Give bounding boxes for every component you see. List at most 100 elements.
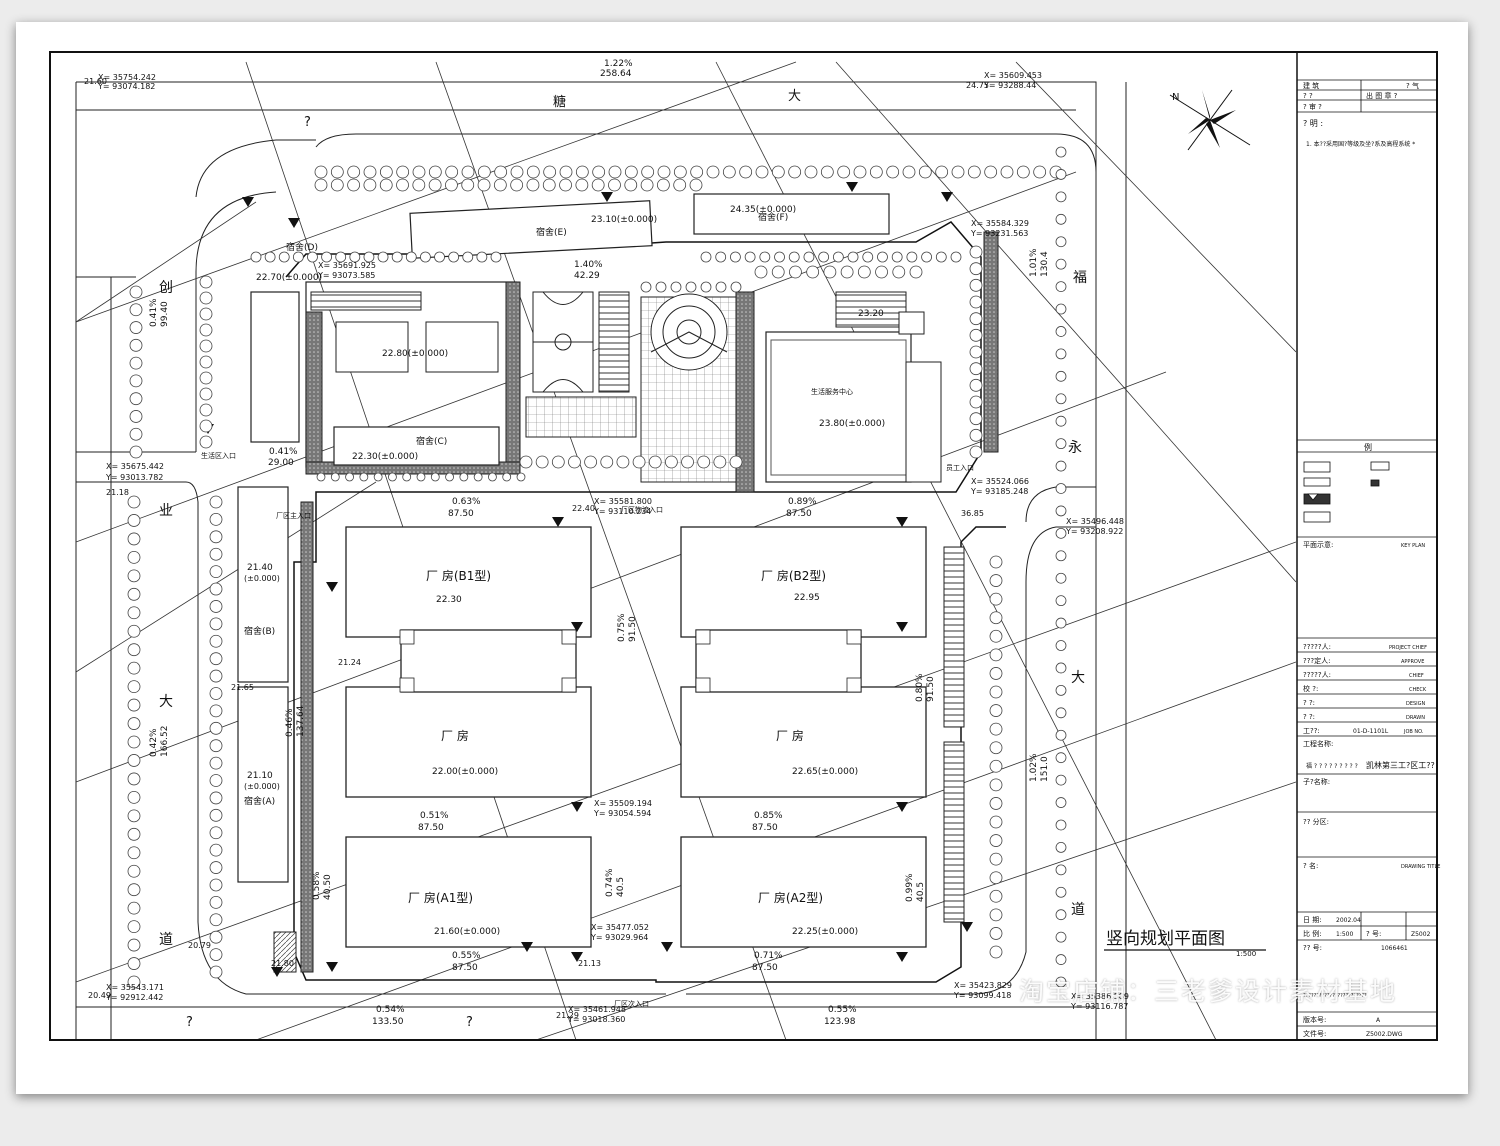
tree-symbol bbox=[1055, 954, 1067, 965]
tree-symbol bbox=[307, 251, 318, 263]
tree-symbol bbox=[396, 165, 410, 179]
tree-symbol bbox=[127, 569, 141, 583]
tree-symbol bbox=[989, 834, 1003, 847]
tree-symbol bbox=[1055, 595, 1067, 607]
factory-mid-right bbox=[680, 686, 927, 798]
tree-symbol bbox=[969, 262, 983, 276]
tree-symbol bbox=[715, 281, 727, 293]
coord-c4-x: X= 35584.329 bbox=[971, 219, 1029, 228]
tree-symbol bbox=[209, 617, 223, 631]
dorm-b-elev2: (±0.000) bbox=[244, 574, 280, 583]
slope-vert-center-top-pct: 0.75% bbox=[617, 613, 627, 642]
elev-e5: 21.29 bbox=[556, 1011, 579, 1020]
tb-no-val: Z5002 bbox=[1411, 931, 1431, 938]
factory-a2-label: 厂 房(A2型) bbox=[758, 890, 823, 905]
tb-legend-title: 例 bbox=[1364, 442, 1372, 452]
dorm-e-elev: 23.10(±0.000) bbox=[591, 215, 657, 225]
tree-symbol bbox=[789, 265, 802, 279]
tree-symbol bbox=[989, 648, 1003, 662]
slope-road-mid-right-len: 87.50 bbox=[786, 509, 812, 519]
tree-symbol bbox=[129, 392, 143, 406]
tree-symbol bbox=[969, 378, 983, 392]
east-parking bbox=[943, 546, 965, 728]
tb-firm: ???????????????????????? bbox=[1303, 993, 1367, 999]
tree-symbol bbox=[199, 307, 213, 321]
tree-symbol bbox=[428, 178, 442, 192]
tree-symbol bbox=[129, 356, 143, 370]
tree-symbol bbox=[129, 338, 143, 352]
pump-elev: 23.20 bbox=[858, 309, 884, 319]
tree-symbol bbox=[199, 323, 213, 337]
tree-symbol bbox=[969, 245, 983, 259]
slope-vert-right-btm-pct: 0.99% bbox=[905, 873, 915, 902]
tree-symbol bbox=[127, 809, 141, 823]
tree-symbol bbox=[127, 864, 141, 878]
coord-c5-y: Y= 92912.442 bbox=[105, 993, 163, 1002]
tb-project-name2: 凯林第三工?区工?? bbox=[1366, 760, 1435, 770]
tree-symbol bbox=[989, 574, 1003, 587]
dorm-a-building bbox=[237, 686, 289, 883]
tree-symbol bbox=[1055, 438, 1067, 450]
tree-symbol bbox=[209, 948, 223, 961]
tree-symbol bbox=[209, 739, 223, 753]
tree-symbol bbox=[1055, 146, 1067, 158]
tree-symbol bbox=[502, 472, 512, 482]
tree-symbol bbox=[989, 778, 1003, 792]
tree-symbol bbox=[127, 957, 141, 970]
tree-symbol bbox=[209, 826, 223, 840]
tree-symbol bbox=[891, 251, 903, 263]
tree-symbol bbox=[969, 345, 983, 359]
slope-bl-len: 133.50 bbox=[372, 1017, 404, 1027]
coord-c13-x: X= 35524.066 bbox=[971, 477, 1029, 486]
tree-symbol bbox=[568, 455, 581, 469]
tree-symbol bbox=[127, 550, 141, 564]
tree-symbol bbox=[592, 165, 606, 179]
tree-symbol bbox=[493, 178, 507, 192]
tree-symbol bbox=[755, 165, 769, 179]
tree-symbol bbox=[989, 592, 1003, 606]
tree-symbol bbox=[989, 611, 1003, 625]
tree-symbol bbox=[869, 165, 883, 179]
tree-symbol bbox=[542, 178, 556, 192]
tb-role-1: ?????人: bbox=[1303, 643, 1331, 651]
tb-role-7-en: JOB NO. bbox=[1403, 729, 1424, 735]
tree-symbol bbox=[209, 895, 223, 909]
tree-symbol bbox=[969, 295, 983, 309]
slope-bl-pct: 0.54% bbox=[376, 1005, 405, 1015]
tree-symbol bbox=[969, 412, 983, 426]
tb-role-5-en: DESIGN bbox=[1406, 701, 1426, 707]
tree-symbol bbox=[199, 419, 213, 433]
tree-symbol bbox=[330, 472, 340, 482]
tree-symbol bbox=[127, 754, 141, 767]
center-elev: 23.80(±0.000) bbox=[819, 419, 885, 429]
tree-symbol bbox=[209, 791, 223, 805]
tree-symbol bbox=[199, 339, 213, 353]
tree-symbol bbox=[209, 634, 223, 648]
tree-symbol bbox=[127, 514, 141, 527]
tree-symbol bbox=[1055, 640, 1067, 651]
tree-symbol bbox=[127, 975, 141, 989]
tb-keyplan-en: KEY PLAN bbox=[1401, 543, 1425, 549]
tree-symbol bbox=[862, 251, 874, 263]
tree-symbol bbox=[700, 281, 712, 293]
tree-symbol bbox=[1055, 729, 1067, 741]
tree-symbol bbox=[664, 455, 678, 469]
tree-symbol bbox=[657, 165, 671, 179]
elev-e11: 21.24 bbox=[338, 658, 361, 667]
coord-c12-x: X= 35423.829 bbox=[954, 981, 1012, 990]
slope-road-mid-left-len: 87.50 bbox=[448, 509, 474, 519]
tree-symbol bbox=[199, 291, 213, 305]
road-name-unknown-3: ? bbox=[466, 1015, 473, 1030]
tree-symbol bbox=[989, 667, 1003, 680]
slope-road-low-right-pct: 0.85% bbox=[754, 811, 783, 821]
factory-mid-right-elev: 22.65(±0.000) bbox=[792, 767, 858, 777]
tree-symbol bbox=[739, 165, 753, 179]
tree-symbol bbox=[1055, 909, 1067, 921]
tree-symbol bbox=[314, 165, 328, 179]
coord-c3-x: X= 35675.442 bbox=[106, 462, 164, 471]
dorm-b-elev: 21.40 bbox=[247, 563, 273, 573]
factory-b2 bbox=[680, 526, 927, 638]
tree-symbol bbox=[1055, 460, 1067, 472]
tree-symbol bbox=[806, 265, 820, 279]
tree-symbol bbox=[199, 355, 213, 369]
